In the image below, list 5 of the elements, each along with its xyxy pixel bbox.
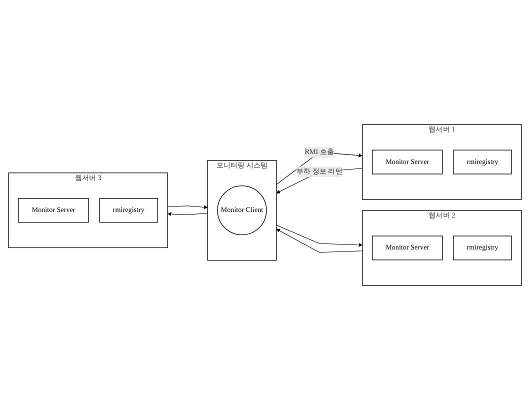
arrow	[276, 224, 362, 247]
arrow	[168, 212, 208, 216]
arrow	[167, 205, 208, 210]
arrow	[276, 228, 363, 253]
arrow	[276, 152, 362, 185]
